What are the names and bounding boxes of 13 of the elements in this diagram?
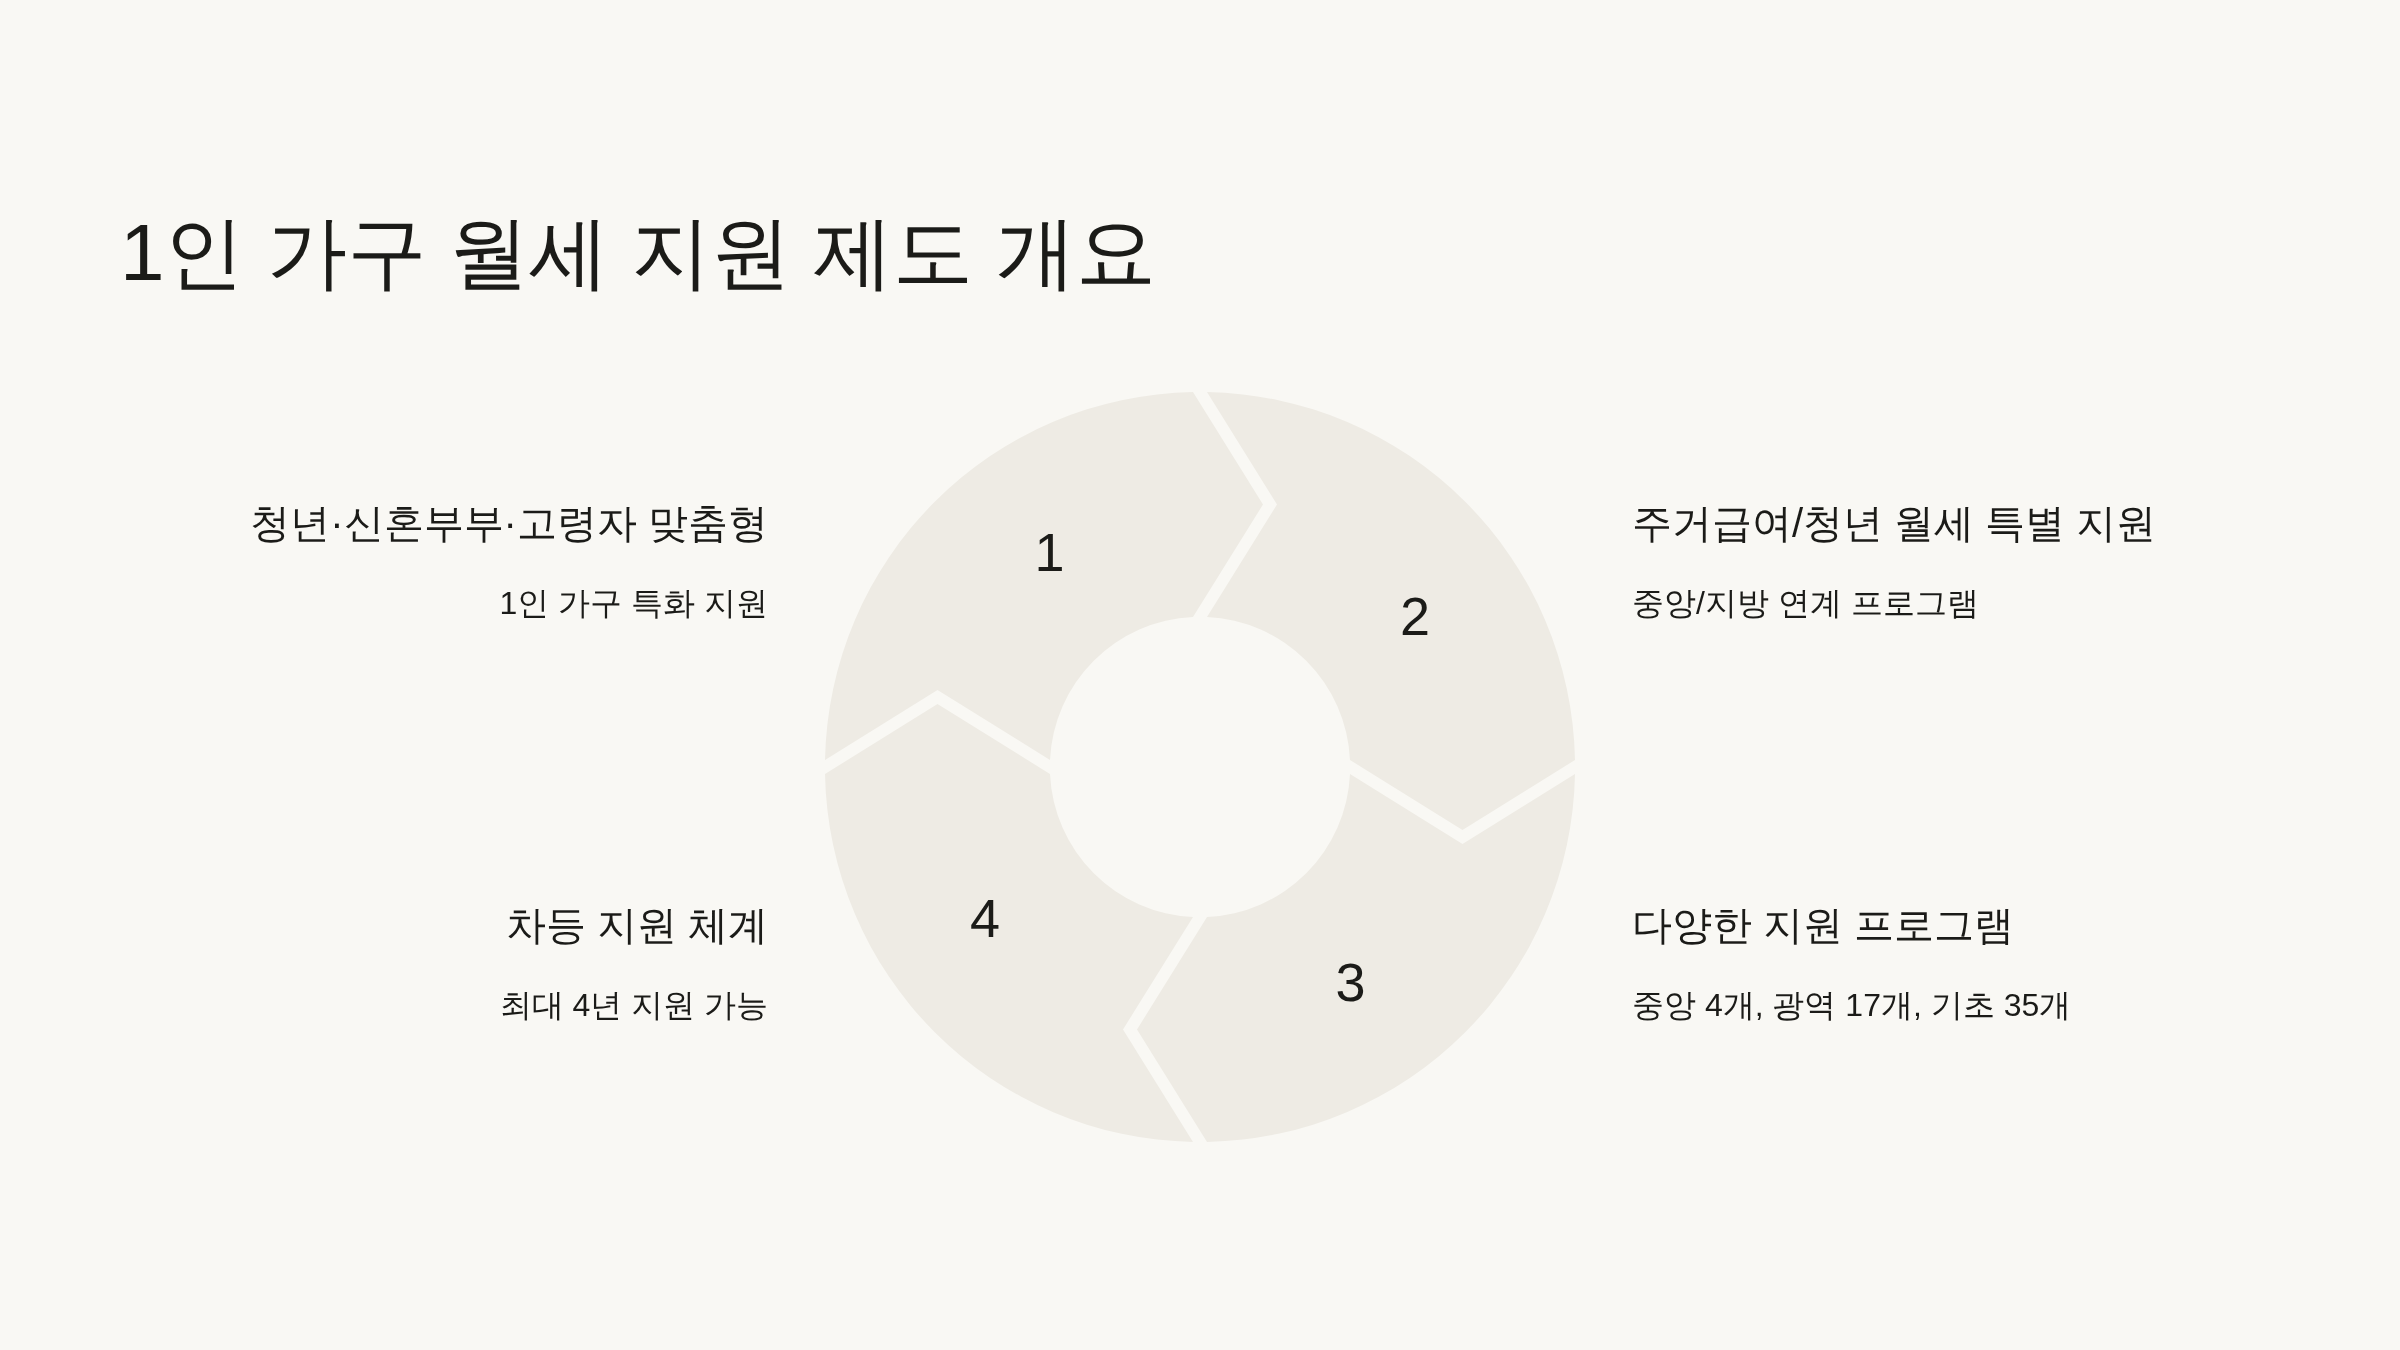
step-heading: 다양한 지원 프로그램 — [1632, 902, 2015, 949]
step-description: 최대 4년 지원 가능 — [499, 986, 768, 1025]
step-number: 4 — [969, 890, 1000, 945]
step-heading: 차등 지원 체계 — [505, 902, 768, 949]
step-description: 중앙 4개, 광역 17개, 기초 35개 — [1632, 986, 2072, 1025]
step-heading: 주거급여/청년 월세 특별 지원 — [1632, 500, 2157, 547]
title: 1인 가구 월세 지원 제도 개요 — [120, 207, 1156, 299]
step-number: 3 — [1335, 955, 1366, 1009]
step-description: 중앙/지방 연계 프로그램 — [1632, 584, 1979, 623]
step-description: 1인 가구 특화 지원 — [499, 584, 768, 623]
step-heading: 청년·신혼부부·고령자 맞춤형 — [250, 500, 768, 547]
step-number: 1 — [1034, 524, 1065, 579]
step-number: 2 — [1400, 589, 1431, 644]
